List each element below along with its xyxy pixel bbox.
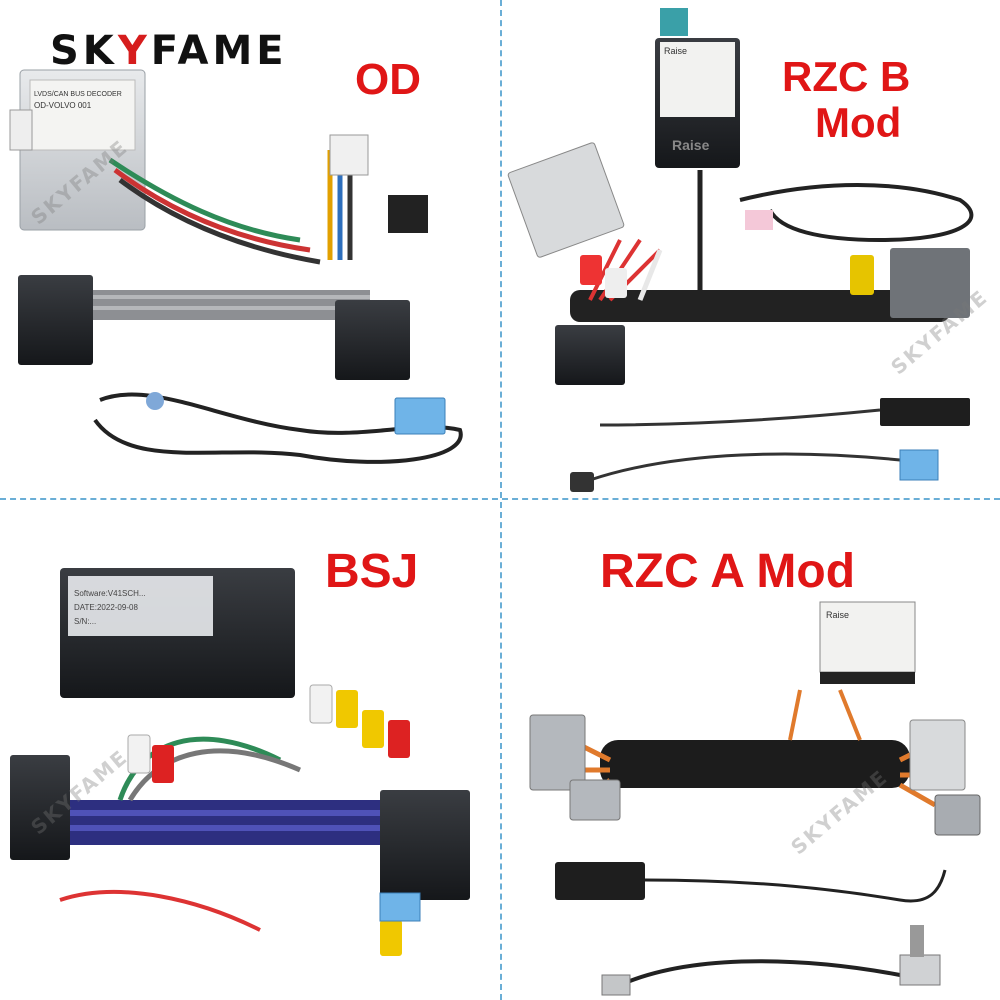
brand-logo: SKYFAME — [50, 28, 288, 74]
bsj-module-line3: S/N:... — [74, 617, 96, 626]
vertical-divider — [500, 0, 502, 1000]
rzc-b-module-logo: Raise — [672, 137, 710, 153]
label-od: OD — [355, 55, 421, 104]
label-rzc-a-mod: RZC A Mod — [600, 545, 856, 598]
bsj-harness: Software:V41SCH... DATE:2022-09-08 S/N:.… — [10, 568, 470, 956]
od-harness: LVDS/CAN BUS DECODER OD-VOLVO 001 — [9, 69, 463, 464]
label-rzc-b-line1: RZC B — [782, 53, 911, 100]
od-module-line1: LVDS/CAN BUS DECODER — [34, 91, 122, 98]
bsj-module-line2: DATE:2022-09-08 — [74, 603, 138, 612]
od-module-line2: OD-VOLVO 001 — [34, 101, 92, 110]
rzc-a-module-brand: Raise — [826, 610, 849, 620]
rzc-b-harness: Raise Raise — [507, 8, 974, 492]
label-rzc-b-line2: Mod — [815, 99, 902, 146]
brand-suffix: FAME — [150, 28, 288, 74]
horizontal-divider — [0, 498, 1000, 500]
rzc-a-harness: Raise — [529, 601, 981, 996]
brand-accent: Y — [117, 28, 151, 74]
bsj-module-line1: Software:V41SCH... — [74, 589, 146, 598]
brand-prefix: SK — [50, 28, 118, 74]
label-bsj: BSJ — [325, 545, 419, 598]
rzc-b-module-brand: Raise — [664, 46, 687, 56]
